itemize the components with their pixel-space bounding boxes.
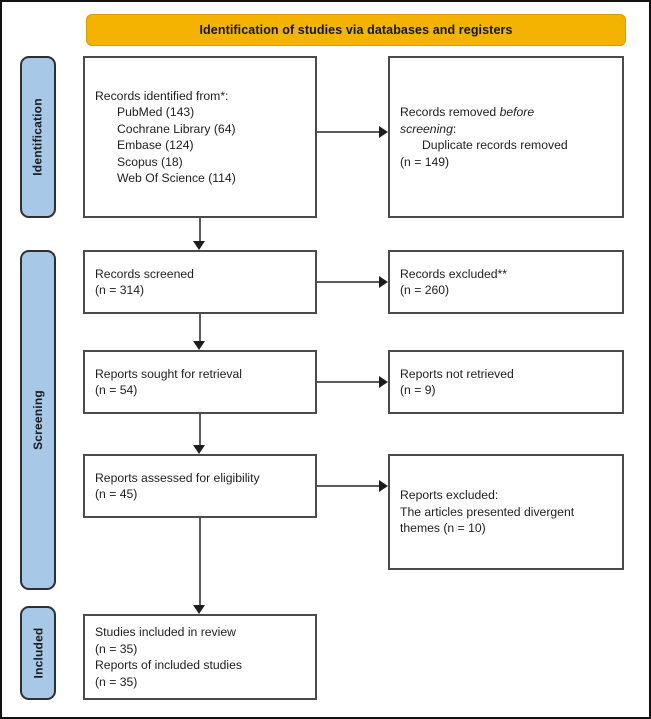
arrow-down-icon-screened-to-sought: [193, 341, 205, 350]
records-removed-line2: screening:: [400, 121, 612, 138]
reports-not-retrieved-count: (n = 9): [400, 383, 436, 397]
reports-sought-count: (n = 54): [95, 383, 138, 397]
arrow-right-icon-screened-to-excluded: [379, 276, 388, 288]
connector-eligibility-to-included: [199, 518, 201, 605]
reports-sought-label: Reports sought for retrieval: [95, 366, 242, 381]
stage-label-screening: Screening: [20, 250, 56, 590]
stage-label-identification: Identification: [20, 56, 56, 218]
diagram-header-banner: Identification of studies via databases …: [86, 14, 626, 46]
box-reports-assessed-eligibility: Reports assessed for eligibility (n = 45…: [83, 454, 317, 518]
reports-excluded-reason-line2: themes (n = 10): [400, 521, 486, 536]
source-scopus: Scopus (18): [117, 154, 183, 169]
records-screened-count: (n = 314): [95, 283, 145, 297]
stage-label-screening-text: Screening: [31, 390, 46, 450]
box-reports-sought: Reports sought for retrieval (n = 54): [83, 350, 317, 414]
duplicate-records-count: (n = 149): [400, 154, 450, 169]
connector-screened-to-excluded: [317, 281, 379, 283]
box-reports-not-retrieved: Reports not retrieved (n = 9): [388, 350, 624, 414]
records-removed-colon: :: [452, 121, 457, 136]
source-pubmed: PubMed (143): [117, 105, 195, 119]
connector-sought-to-not-retrieved: [317, 381, 379, 383]
reports-eligibility-label: Reports assessed for eligibility: [95, 470, 260, 485]
stage-label-included-text: Included: [31, 627, 45, 679]
reports-excluded-reason-line1: The articles presented divergent: [400, 504, 575, 519]
arrow-down-icon-sought-to-eligibility: [193, 445, 205, 454]
connector-identified-to-screened: [199, 218, 201, 241]
records-removed-before: before: [499, 105, 535, 119]
source-cochrane-library: Cochrane Library (64): [117, 121, 236, 136]
records-screened-label: Records screened: [95, 266, 194, 281]
source-web-of-science: Web Of Science (114): [117, 171, 236, 185]
banner-title: Identification of studies via databases …: [199, 23, 513, 37]
box-studies-included: Studies included in review (n = 35) Repo…: [83, 614, 317, 700]
arrow-right-icon-eligibility-to-reports-excluded: [379, 480, 388, 492]
reports-included-label: Reports of included studies: [95, 658, 243, 672]
connector-sought-to-eligibility: [199, 414, 201, 445]
stage-label-included: Included: [20, 606, 56, 700]
records-removed-screening: screening: [400, 121, 453, 136]
records-removed-line1: Records removed before: [400, 104, 612, 121]
records-excluded-count: (n = 260): [400, 283, 450, 297]
reports-included-count: (n = 35): [95, 674, 138, 689]
connector-eligibility-to-reports-excluded: [317, 485, 379, 487]
connector-screened-to-sought: [199, 314, 201, 341]
box-records-identified: Records identified from*: PubMed (143) C…: [83, 56, 317, 218]
studies-included-count: (n = 35): [95, 641, 138, 656]
arrow-down-icon-eligibility-to-included: [193, 605, 205, 614]
box-records-screened: Records screened (n = 314): [83, 250, 317, 314]
records-excluded-label: Records excluded**: [400, 266, 508, 281]
studies-included-label: Studies included in review: [95, 625, 236, 639]
reports-excluded-label: Reports excluded:: [400, 488, 499, 503]
box-reports-excluded-reasons: Reports excluded: The articles presented…: [388, 454, 624, 570]
connector-identified-to-removed: [317, 131, 379, 133]
stage-label-identification-text: Identification: [31, 98, 45, 176]
records-identified-title: Records identified from*:: [95, 88, 229, 103]
reports-not-retrieved-label: Reports not retrieved: [400, 366, 514, 381]
records-removed-text: Records removed: [400, 105, 500, 119]
duplicate-records-removed: Duplicate records removed: [422, 138, 568, 152]
reports-eligibility-count: (n = 45): [95, 487, 138, 501]
box-records-excluded: Records excluded** (n = 260): [388, 250, 624, 314]
source-embase: Embase (124): [117, 138, 194, 152]
arrow-right-icon-identified-to-removed: [379, 126, 388, 138]
arrow-right-icon-sought-to-not-retrieved: [379, 376, 388, 388]
arrow-down-icon-identified-to-screened: [193, 241, 205, 250]
box-records-removed: Records removed before screening: Duplic…: [388, 56, 624, 218]
